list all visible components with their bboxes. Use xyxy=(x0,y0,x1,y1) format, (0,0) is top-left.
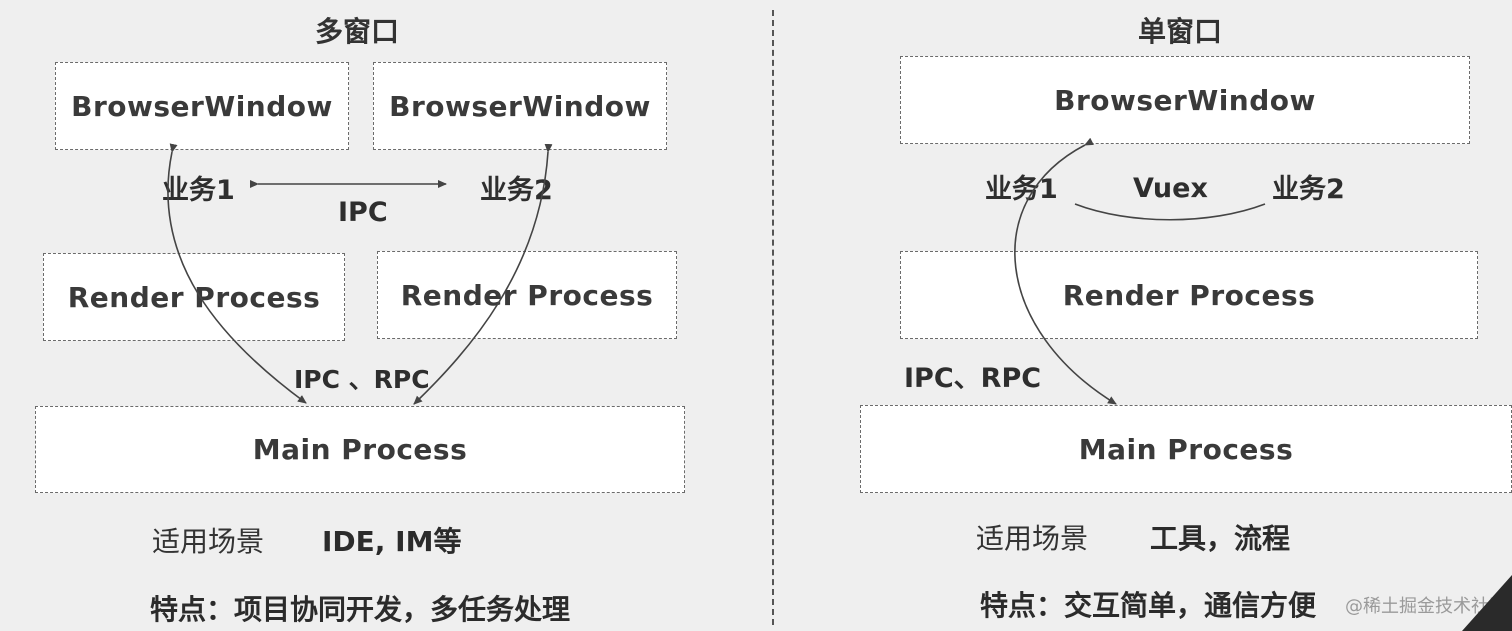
right-business-2: 业务2 xyxy=(1272,174,1345,205)
browser-window-label-2: BrowserWindow xyxy=(389,89,651,123)
render-process-box-single: Render Process xyxy=(900,251,1478,339)
right-feature: 特点：交互简单，通信方便 xyxy=(980,589,1317,622)
ipc-label: IPC xyxy=(338,197,388,228)
left-scene-value: IDE, IM等 xyxy=(322,525,462,558)
browser-window-label-single: BrowserWindow xyxy=(1054,83,1316,117)
watermark-text: @稀土掘金技术社区 xyxy=(1345,596,1507,617)
left-scene-label: 适用场景 xyxy=(152,525,265,558)
main-process-box-right: Main Process xyxy=(860,405,1512,493)
column-divider xyxy=(772,10,774,625)
right-business-1: 业务1 xyxy=(985,174,1058,205)
right-scene-value: 工具，流程 xyxy=(1150,522,1291,555)
vuex-arc xyxy=(1074,203,1266,221)
left-curve-arrow-2 xyxy=(413,143,553,405)
left-feature: 特点：项目协同开发，多任务处理 xyxy=(150,593,571,626)
main-process-box-left: Main Process xyxy=(35,406,685,493)
multi-window-title: 多窗口 xyxy=(315,15,400,48)
vuex-label: Vuex xyxy=(1133,173,1208,204)
browser-window-label-1: BrowserWindow xyxy=(71,89,333,123)
browser-window-box-2: BrowserWindow xyxy=(373,62,667,150)
pen-corner-decoration xyxy=(1462,575,1512,631)
single-window-title: 单窗口 xyxy=(1138,15,1223,48)
right-curve-arrow xyxy=(1014,137,1117,405)
left-curve-arrow-1 xyxy=(167,143,307,404)
main-process-label-right: Main Process xyxy=(1078,432,1294,466)
browser-window-box-1: BrowserWindow xyxy=(55,62,349,150)
right-ipc-rpc-label: IPC、RPC xyxy=(904,363,1042,394)
main-process-label-left: Main Process xyxy=(252,433,468,466)
browser-window-box-single: BrowserWindow xyxy=(900,56,1470,144)
right-scene-label: 适用场景 xyxy=(976,522,1089,555)
left-ipc-rpc-label: IPC 、RPC xyxy=(294,365,430,394)
